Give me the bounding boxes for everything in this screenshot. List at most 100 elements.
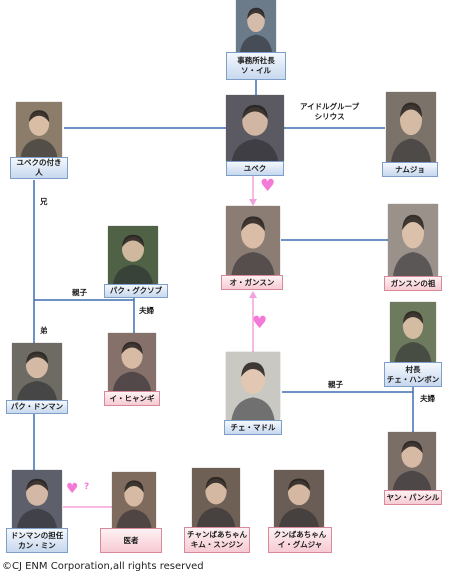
- portrait-hair: [241, 362, 265, 377]
- portrait-hair: [26, 478, 48, 492]
- label-idol-group: アイドルグループ シリウス: [300, 102, 360, 121]
- name-box-madol: チェ・マドル: [224, 420, 282, 435]
- portrait-silhouette: [392, 440, 432, 490]
- name-box-isha: 医者: [100, 528, 162, 553]
- portrait-silhouette: [116, 480, 152, 528]
- photo-gansun: [226, 206, 280, 275]
- portrait-silhouette: [112, 341, 152, 391]
- portrait-silhouette: [391, 102, 431, 162]
- portrait-head: [205, 478, 227, 505]
- name-box-gansun: オ・ガンスン: [221, 275, 283, 290]
- portrait-silhouette: [17, 478, 57, 528]
- label-younger-brother: 弟: [40, 326, 48, 335]
- portrait-silhouette: [196, 476, 236, 527]
- portrait-body: [113, 264, 153, 284]
- portrait-silhouette: [20, 110, 58, 157]
- heart-icon: ♥: [260, 176, 276, 196]
- portrait-hair: [124, 480, 144, 493]
- portrait-hair: [242, 104, 268, 120]
- label-parent-child-2: 親子: [328, 380, 343, 389]
- name-box-namujo: ナムジョ: [382, 162, 438, 177]
- photo-sunjin: [192, 468, 240, 527]
- label-brother: 兄: [40, 197, 48, 206]
- label-spouse-2: 夫婦: [420, 394, 435, 403]
- portrait-body: [196, 507, 236, 527]
- portrait-silhouette: [279, 478, 319, 527]
- portrait-body: [231, 397, 275, 420]
- portrait-hair: [288, 478, 310, 491]
- photo-gugsup: [108, 226, 158, 284]
- name-box-pansil: ヤン・パンシル: [384, 490, 442, 505]
- photo-isha: [112, 472, 156, 528]
- portrait-silhouette: [17, 351, 57, 400]
- portrait-silhouette: [393, 214, 433, 276]
- portrait-hair: [28, 110, 50, 123]
- portrait-body: [392, 470, 432, 490]
- portrait-silhouette: [231, 362, 275, 420]
- name-box-sunjin: チャンばあちゃん キム・スンジン: [184, 527, 250, 553]
- name-box-gumja: クンばあちゃん イ・グムジャ: [268, 527, 332, 553]
- portrait-hair: [400, 102, 422, 118]
- photo-yubeku: [226, 95, 284, 161]
- name-box-sonchou: 村長 チェ・ハンボン: [384, 362, 442, 387]
- name-box-sobo: ガンスンの祖: [384, 276, 442, 291]
- photo-sobo: [388, 204, 438, 276]
- portrait-hair: [122, 234, 144, 248]
- portrait-silhouette: [231, 104, 279, 161]
- portrait-silhouette: [394, 311, 432, 362]
- photo-hyangi: [108, 333, 156, 391]
- portrait-silhouette: [231, 216, 275, 275]
- love-arrow-down: [249, 199, 257, 206]
- name-box-dongman: パク・ドンマン: [6, 400, 68, 414]
- photo-madol: [226, 352, 280, 420]
- portrait-body: [231, 139, 279, 161]
- love-arrow-up: [249, 291, 257, 298]
- portrait-head: [402, 313, 424, 339]
- portrait-hair: [401, 440, 423, 454]
- photo-namujo: [386, 92, 436, 162]
- name-box-yubeku: ユベク: [226, 161, 284, 176]
- portrait-body: [393, 252, 433, 276]
- portrait-body: [279, 508, 319, 527]
- portrait-hair: [247, 7, 265, 20]
- photo-pansil: [388, 432, 436, 490]
- name-box-shacho: 事務所社長 ソ・イル: [226, 52, 286, 80]
- portrait-body: [17, 508, 57, 528]
- portrait-hair: [402, 311, 424, 324]
- portrait-head: [241, 364, 265, 394]
- portrait-body: [20, 138, 58, 157]
- photo-tsukibito: [16, 102, 62, 157]
- portrait-head: [28, 112, 50, 136]
- portrait-hair: [205, 476, 227, 490]
- portrait-head: [400, 104, 422, 136]
- portrait-body: [394, 342, 432, 362]
- portrait-hair: [121, 341, 143, 355]
- photo-shacho: [236, 0, 276, 52]
- portrait-silhouette: [113, 234, 153, 284]
- portrait-head: [122, 236, 144, 262]
- portrait-head: [26, 353, 48, 379]
- copyright-text: ©CJ ENM Corporation,all rights reserved: [2, 561, 204, 572]
- photo-tannin: [12, 470, 62, 528]
- portrait-head: [242, 107, 268, 136]
- portrait-hair: [402, 214, 424, 231]
- portrait-head: [401, 442, 423, 468]
- portrait-hair: [241, 216, 265, 232]
- name-box-tannin: ドンマンの担任 カン・ミン: [6, 528, 68, 553]
- label-parent-child-1: 親子: [72, 288, 87, 297]
- portrait-body: [116, 509, 152, 528]
- portrait-body: [17, 381, 57, 400]
- heart-icon: ♥: [252, 313, 268, 333]
- portrait-body: [231, 252, 275, 275]
- portrait-silhouette: [240, 7, 272, 52]
- portrait-hair: [26, 351, 48, 364]
- portrait-body: [112, 371, 152, 391]
- photo-gumja: [274, 470, 324, 527]
- portrait-head: [124, 482, 144, 507]
- name-box-tsukibito: ユベクの付き 人: [10, 157, 68, 179]
- label-spouse-1: 夫婦: [139, 306, 154, 315]
- photo-sonchou: [390, 302, 436, 362]
- portrait-head: [26, 480, 48, 506]
- name-box-gugsup: パク・グクソブ: [104, 284, 168, 298]
